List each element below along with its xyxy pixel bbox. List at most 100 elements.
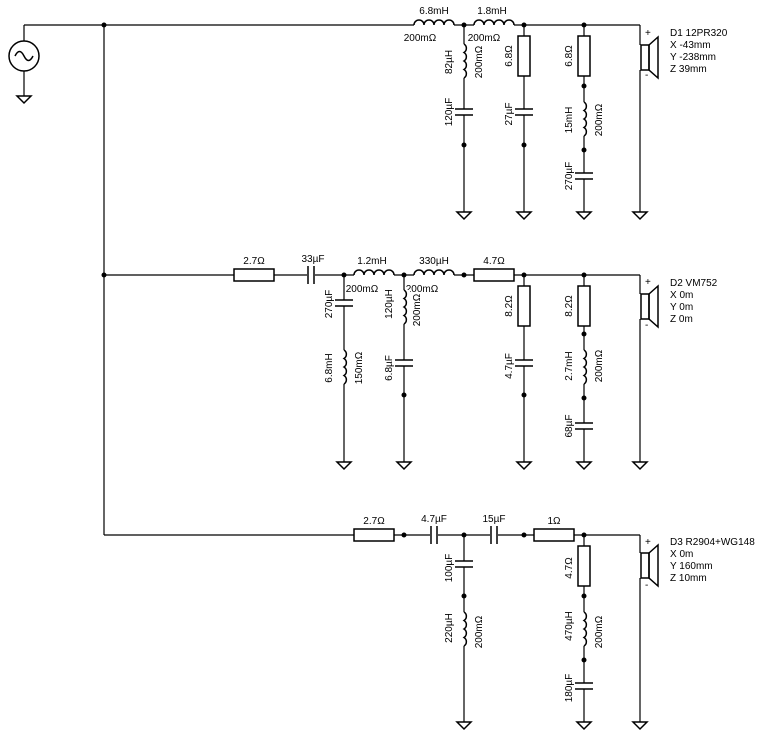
b2-c1-label: 33µF [302,254,325,265]
speaker-d2-icon [640,293,650,320]
inductor-l2 [582,611,588,647]
resistor-r2 [577,35,591,77]
b1-l4-label: 15mH [564,107,575,134]
ground-icon [575,721,593,731]
inductor-l2 [473,19,515,26]
d3-z: Z 10mm [670,573,707,584]
d1-y: Y -238mm [670,52,716,63]
b3-l1r-label: 200mΩ [474,615,485,648]
b1-c1-label: 120µF [444,98,455,127]
ground-icon [395,461,413,471]
d2-name: D2 VM752 [670,278,718,289]
d1-minus: - [645,70,648,81]
b2-l3-label: 6.8mH [324,353,335,382]
b1-l3r-label: 200mΩ [474,45,485,78]
ground-icon [631,461,649,471]
b2-l2-label: 330µH [419,256,449,267]
b3-c3-label: 100µF [444,554,455,583]
d3-minus: - [645,580,648,591]
inductor-l3 [342,349,348,385]
b2-l5-label: 2.7mH [564,351,575,380]
b1-l1r-label: 200mΩ [404,33,437,44]
ground-icon [455,721,473,731]
b3-c1-label: 4.7µF [421,514,447,525]
resistor-r3 [517,285,531,327]
b2-c2-label: 270µF [324,290,335,319]
b3-l2r-label: 200mΩ [594,615,605,648]
b2-c5-label: 68µF [564,415,575,438]
b1-l1-label: 6.8mH [419,6,448,17]
resistor-r1 [233,268,275,282]
b1-c3-label: 270µF [564,162,575,191]
b1-l3-label: 82µH [444,50,455,74]
resistor-r4 [577,285,591,327]
b1-r2-label: 6.8Ω [564,45,575,67]
d1-x: X -43mm [670,40,711,51]
branch-2: 2.7Ω 33µF 1.2mH 200mΩ 330µH 200mΩ 4.7Ω 2… [104,254,718,471]
ground-icon [631,721,649,731]
d3-plus: + [645,537,651,548]
ground-icon [335,461,353,471]
resistor-r1 [517,35,531,77]
d3-x: X 0m [670,549,693,560]
b2-c4-label: 4.7µF [504,353,515,379]
b2-l3r-label: 150mΩ [354,351,365,384]
signal-source [8,25,40,105]
resistor-r2 [533,528,575,542]
d2-plus: + [645,277,651,288]
inductor-l1 [413,19,455,26]
inductor-l3 [462,43,468,79]
b3-r1-label: 2.7Ω [363,516,385,527]
b1-l2r-label: 200mΩ [468,33,501,44]
d3-name: D3 R2904+WG148 [670,537,755,548]
ground-icon [515,461,533,471]
inductor-l1 [462,611,468,647]
ground-icon [575,461,593,471]
b2-l4r-label: 200mΩ [412,293,423,326]
d1-plus: + [645,28,651,39]
branch-3: 2.7Ω 4.7µF 15µF 1Ω 100µF 220µH 200mΩ 4.7… [104,514,755,731]
b2-r1-label: 2.7Ω [243,256,265,267]
d1-name: D1 12PR320 [670,28,728,39]
resistor-r1 [353,528,395,542]
b2-l1-label: 1.2mH [357,256,386,267]
d2-x: X 0m [670,290,693,301]
d3-y: Y 160mm [670,561,713,572]
b2-r2-label: 4.7Ω [483,256,505,267]
ground-icon [515,211,533,221]
speaker-d1-icon [640,44,650,71]
d2-minus: - [645,320,648,331]
resistor-r3 [577,545,591,587]
inductor-l4 [582,101,588,137]
b3-l1-label: 220µH [444,613,455,643]
b2-l2r-label: 200mΩ [406,284,439,295]
d2-y: Y 0m [670,302,693,313]
b2-c3-label: 6.8µF [384,355,395,381]
speaker-d3-icon [640,552,650,579]
inductor-l4 [402,289,408,325]
b1-l2-label: 1.8mH [477,6,506,17]
b3-r3-label: 4.7Ω [564,557,575,579]
ground-icon [575,211,593,221]
b1-l4r-label: 200mΩ [594,103,605,136]
resistor-r2 [473,268,515,282]
b2-l5r-label: 200mΩ [594,349,605,382]
b1-c2-label: 27µF [504,103,515,126]
ground-icon [631,211,649,221]
b2-r3-label: 8.2Ω [504,295,515,317]
b2-l4-label: 120µH [384,289,395,319]
inductor-l2 [413,269,455,276]
b2-r4-label: 8.2Ω [564,295,575,317]
b3-c2-label: 15µF [483,514,506,525]
ground-icon [455,211,473,221]
b3-c4-label: 180µF [564,674,575,703]
b3-l2-label: 470µH [564,611,575,641]
ground-icon [15,95,33,105]
inductor-l1 [353,269,395,276]
inductor-l5 [582,349,588,385]
b1-r1-label: 6.8Ω [504,45,515,67]
d1-z: Z 39mm [670,64,707,75]
b2-l1r-label: 200mΩ [346,284,379,295]
branch-1: 6.8mH 200mΩ 1.8mH 200mΩ 82µH 200mΩ 120µF… [404,6,728,221]
